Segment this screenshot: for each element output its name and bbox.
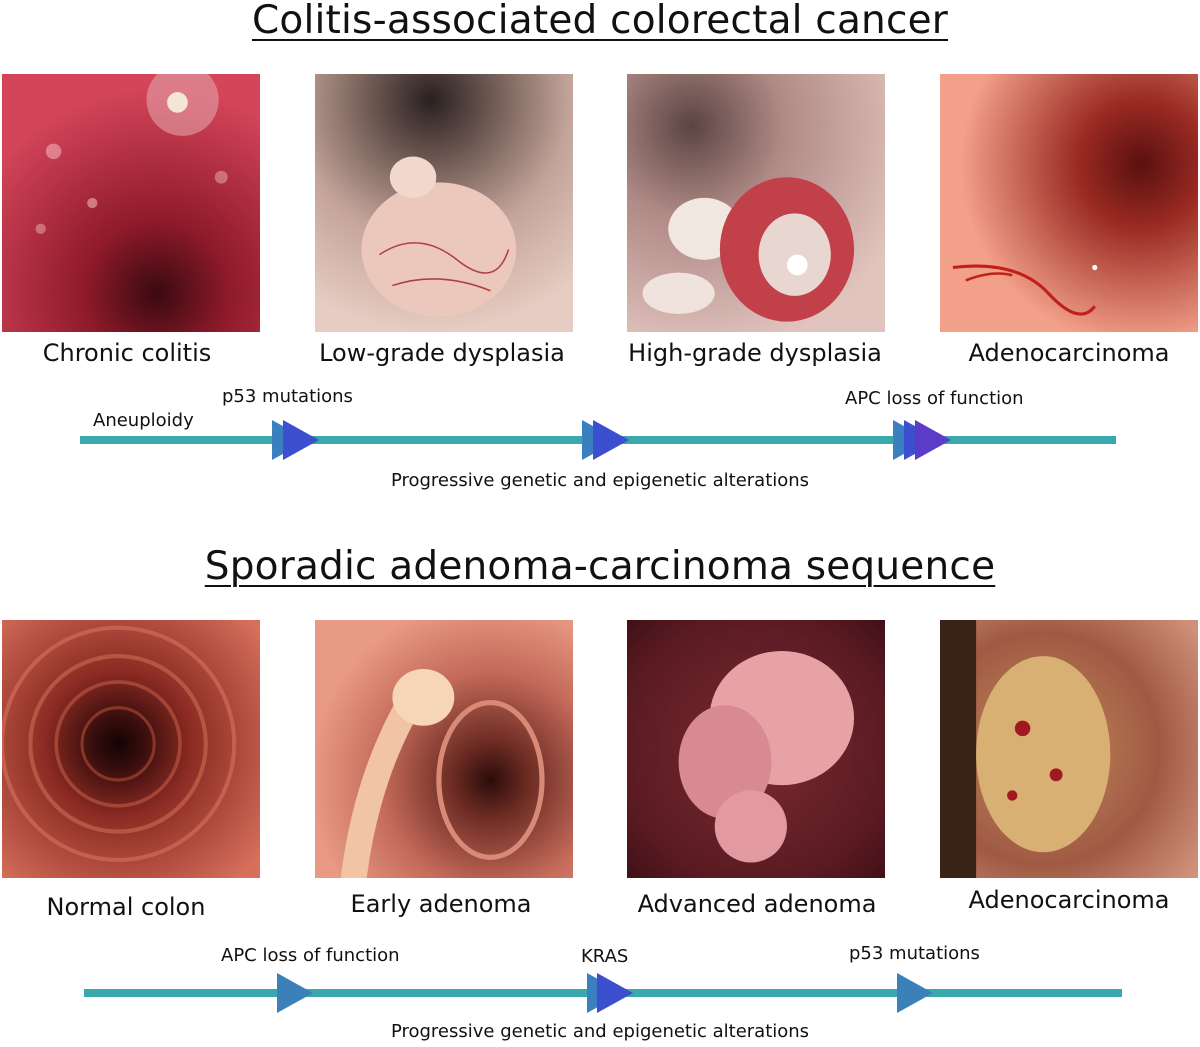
sporadic-section-title: Sporadic adenoma-carcinoma sequence [204,544,996,589]
event-label-apc-loss: APC loss of function [845,388,1024,409]
normal-colon-endoscopy-image [2,620,260,878]
event-label-apc-loss-sporadic: APC loss of function [221,945,400,966]
sporadic-progression-caption: Progressive genetic and epigenetic alter… [390,1021,810,1042]
stage-label-high-grade-dysplasia: High-grade dysplasia [628,339,882,367]
progression-arrow-icon [897,973,933,1013]
colitis-progression-caption: Progressive genetic and epigenetic alter… [390,470,810,491]
event-label-kras: KRAS [581,946,629,967]
low-grade-dysplasia-endoscopy-image [315,74,573,332]
progression-arrow-icon [597,973,633,1013]
progression-arrow-icon [283,420,319,460]
sporadic-adenocarcinoma-endoscopy-image [940,620,1198,878]
stage-label-normal-colon: Normal colon [46,893,206,921]
progression-arrow-icon [915,420,951,460]
stage-label-chronic-colitis: Chronic colitis [42,339,212,367]
stage-label-adenocarcinoma-sporadic: Adenocarcinoma [968,886,1170,914]
progression-arrow-icon [277,973,313,1013]
stage-label-low-grade-dysplasia: Low-grade dysplasia [319,339,565,367]
advanced-adenoma-endoscopy-image [627,620,885,878]
event-label-p53-mutations-sporadic: p53 mutations [849,943,980,964]
high-grade-dysplasia-endoscopy-image [627,74,885,332]
stage-label-adenocarcinoma: Adenocarcinoma [968,339,1170,367]
chronic-colitis-endoscopy-image [2,74,260,332]
colitis-section-title: Colitis-associated colorectal cancer [251,0,949,43]
stage-label-advanced-adenoma: Advanced adenoma [637,890,877,918]
event-label-p53-mutations: p53 mutations [222,386,353,407]
stage-label-early-adenoma: Early adenoma [350,890,532,918]
early-adenoma-endoscopy-image [315,620,573,878]
progression-arrow-icon [593,420,629,460]
event-label-aneuploidy: Aneuploidy [93,410,194,431]
colitis-adenocarcinoma-endoscopy-image [940,74,1198,332]
